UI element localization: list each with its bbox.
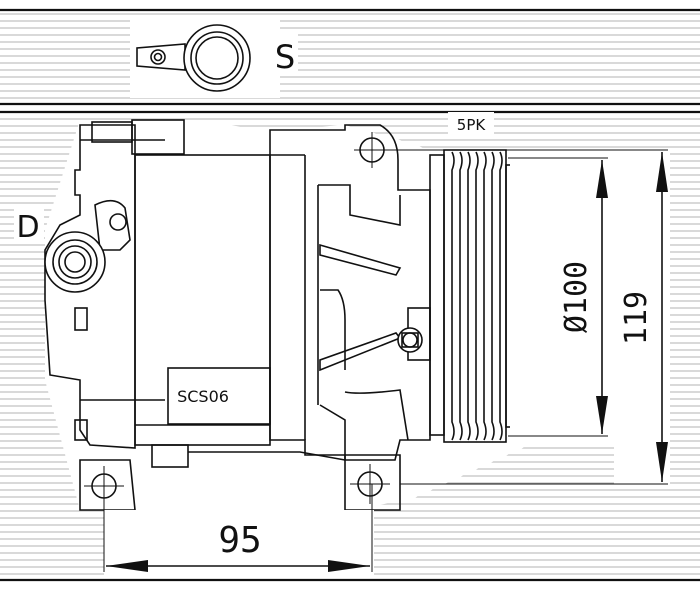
- pulley-diameter-value: Ø100: [559, 261, 594, 333]
- pulley-groove: [451, 151, 455, 441]
- pulley-grooves: [451, 151, 503, 441]
- band-borders: [0, 8, 700, 582]
- mount-spacing-value: 95: [218, 520, 261, 561]
- dimension-mount-spacing: [103, 484, 374, 576]
- overall-height-value: 119: [619, 291, 654, 345]
- belt-type-label: 5PK: [457, 116, 487, 134]
- pulley-groove: [467, 151, 471, 441]
- suction-fitting-icon: [130, 20, 280, 98]
- pulley-groove: [499, 151, 503, 441]
- suction-label: S: [275, 38, 295, 76]
- pulley-groove: [475, 151, 479, 441]
- dimension-overall-height: [372, 148, 670, 485]
- pulley-groove: [491, 151, 495, 441]
- pulley-groove: [483, 151, 487, 441]
- pulley-groove: [459, 151, 463, 441]
- discharge-label: D: [16, 210, 39, 245]
- model-label: SCS06: [177, 387, 229, 406]
- compressor-body: [44, 119, 546, 511]
